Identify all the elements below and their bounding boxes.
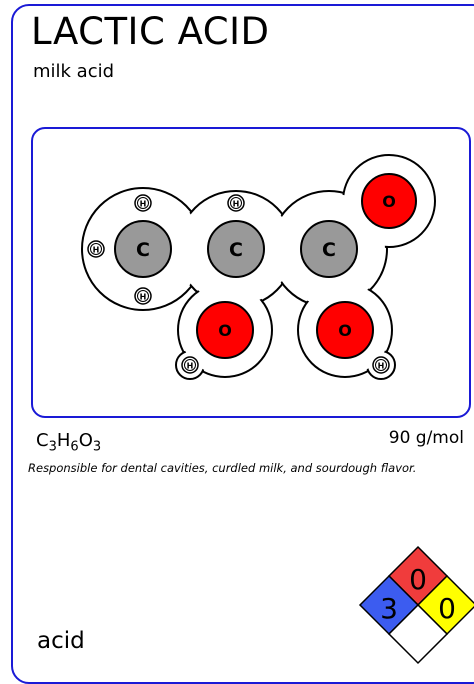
atom-c2: C — [207, 220, 265, 278]
svg-text:O: O — [218, 321, 232, 340]
nfpa-flammability-value: 0 — [409, 563, 427, 596]
svg-text:H: H — [233, 200, 240, 209]
category-label: acid — [37, 628, 85, 654]
atom-h5: H — [181, 356, 199, 374]
atom-h2: H — [87, 240, 105, 258]
description: Responsible for dental cavities, curdled… — [28, 461, 417, 475]
atom-c1: C — [114, 220, 172, 278]
svg-text:H: H — [93, 246, 100, 255]
page-title: LACTIC ACID — [31, 10, 270, 53]
atom-h1: H — [134, 194, 152, 212]
atom-o1: O — [361, 173, 417, 229]
atom-o2: O — [196, 301, 254, 359]
svg-text:H: H — [378, 362, 385, 371]
svg-text:C: C — [229, 239, 243, 261]
svg-text:H: H — [187, 362, 194, 371]
nfpa-special-quadrant — [387, 603, 449, 665]
molar-mass: 90 g/mol — [388, 428, 464, 448]
atom-c3: C — [300, 220, 358, 278]
svg-text:C: C — [322, 239, 336, 261]
svg-text:O: O — [338, 321, 352, 340]
svg-text:H: H — [140, 293, 147, 302]
nfpa-health-value: 3 — [380, 592, 398, 625]
atom-h4: H — [227, 194, 245, 212]
molecular-formula: C3H6O3 — [36, 430, 102, 455]
atom-h6: H — [372, 356, 390, 374]
svg-text:C: C — [136, 239, 150, 261]
nfpa-instability-value: 0 — [438, 592, 456, 625]
svg-text:H: H — [140, 200, 147, 209]
subtitle: milk acid — [33, 61, 115, 82]
atom-o3: O — [316, 301, 374, 359]
svg-text:O: O — [382, 192, 396, 211]
atom-h3: H — [134, 287, 152, 305]
